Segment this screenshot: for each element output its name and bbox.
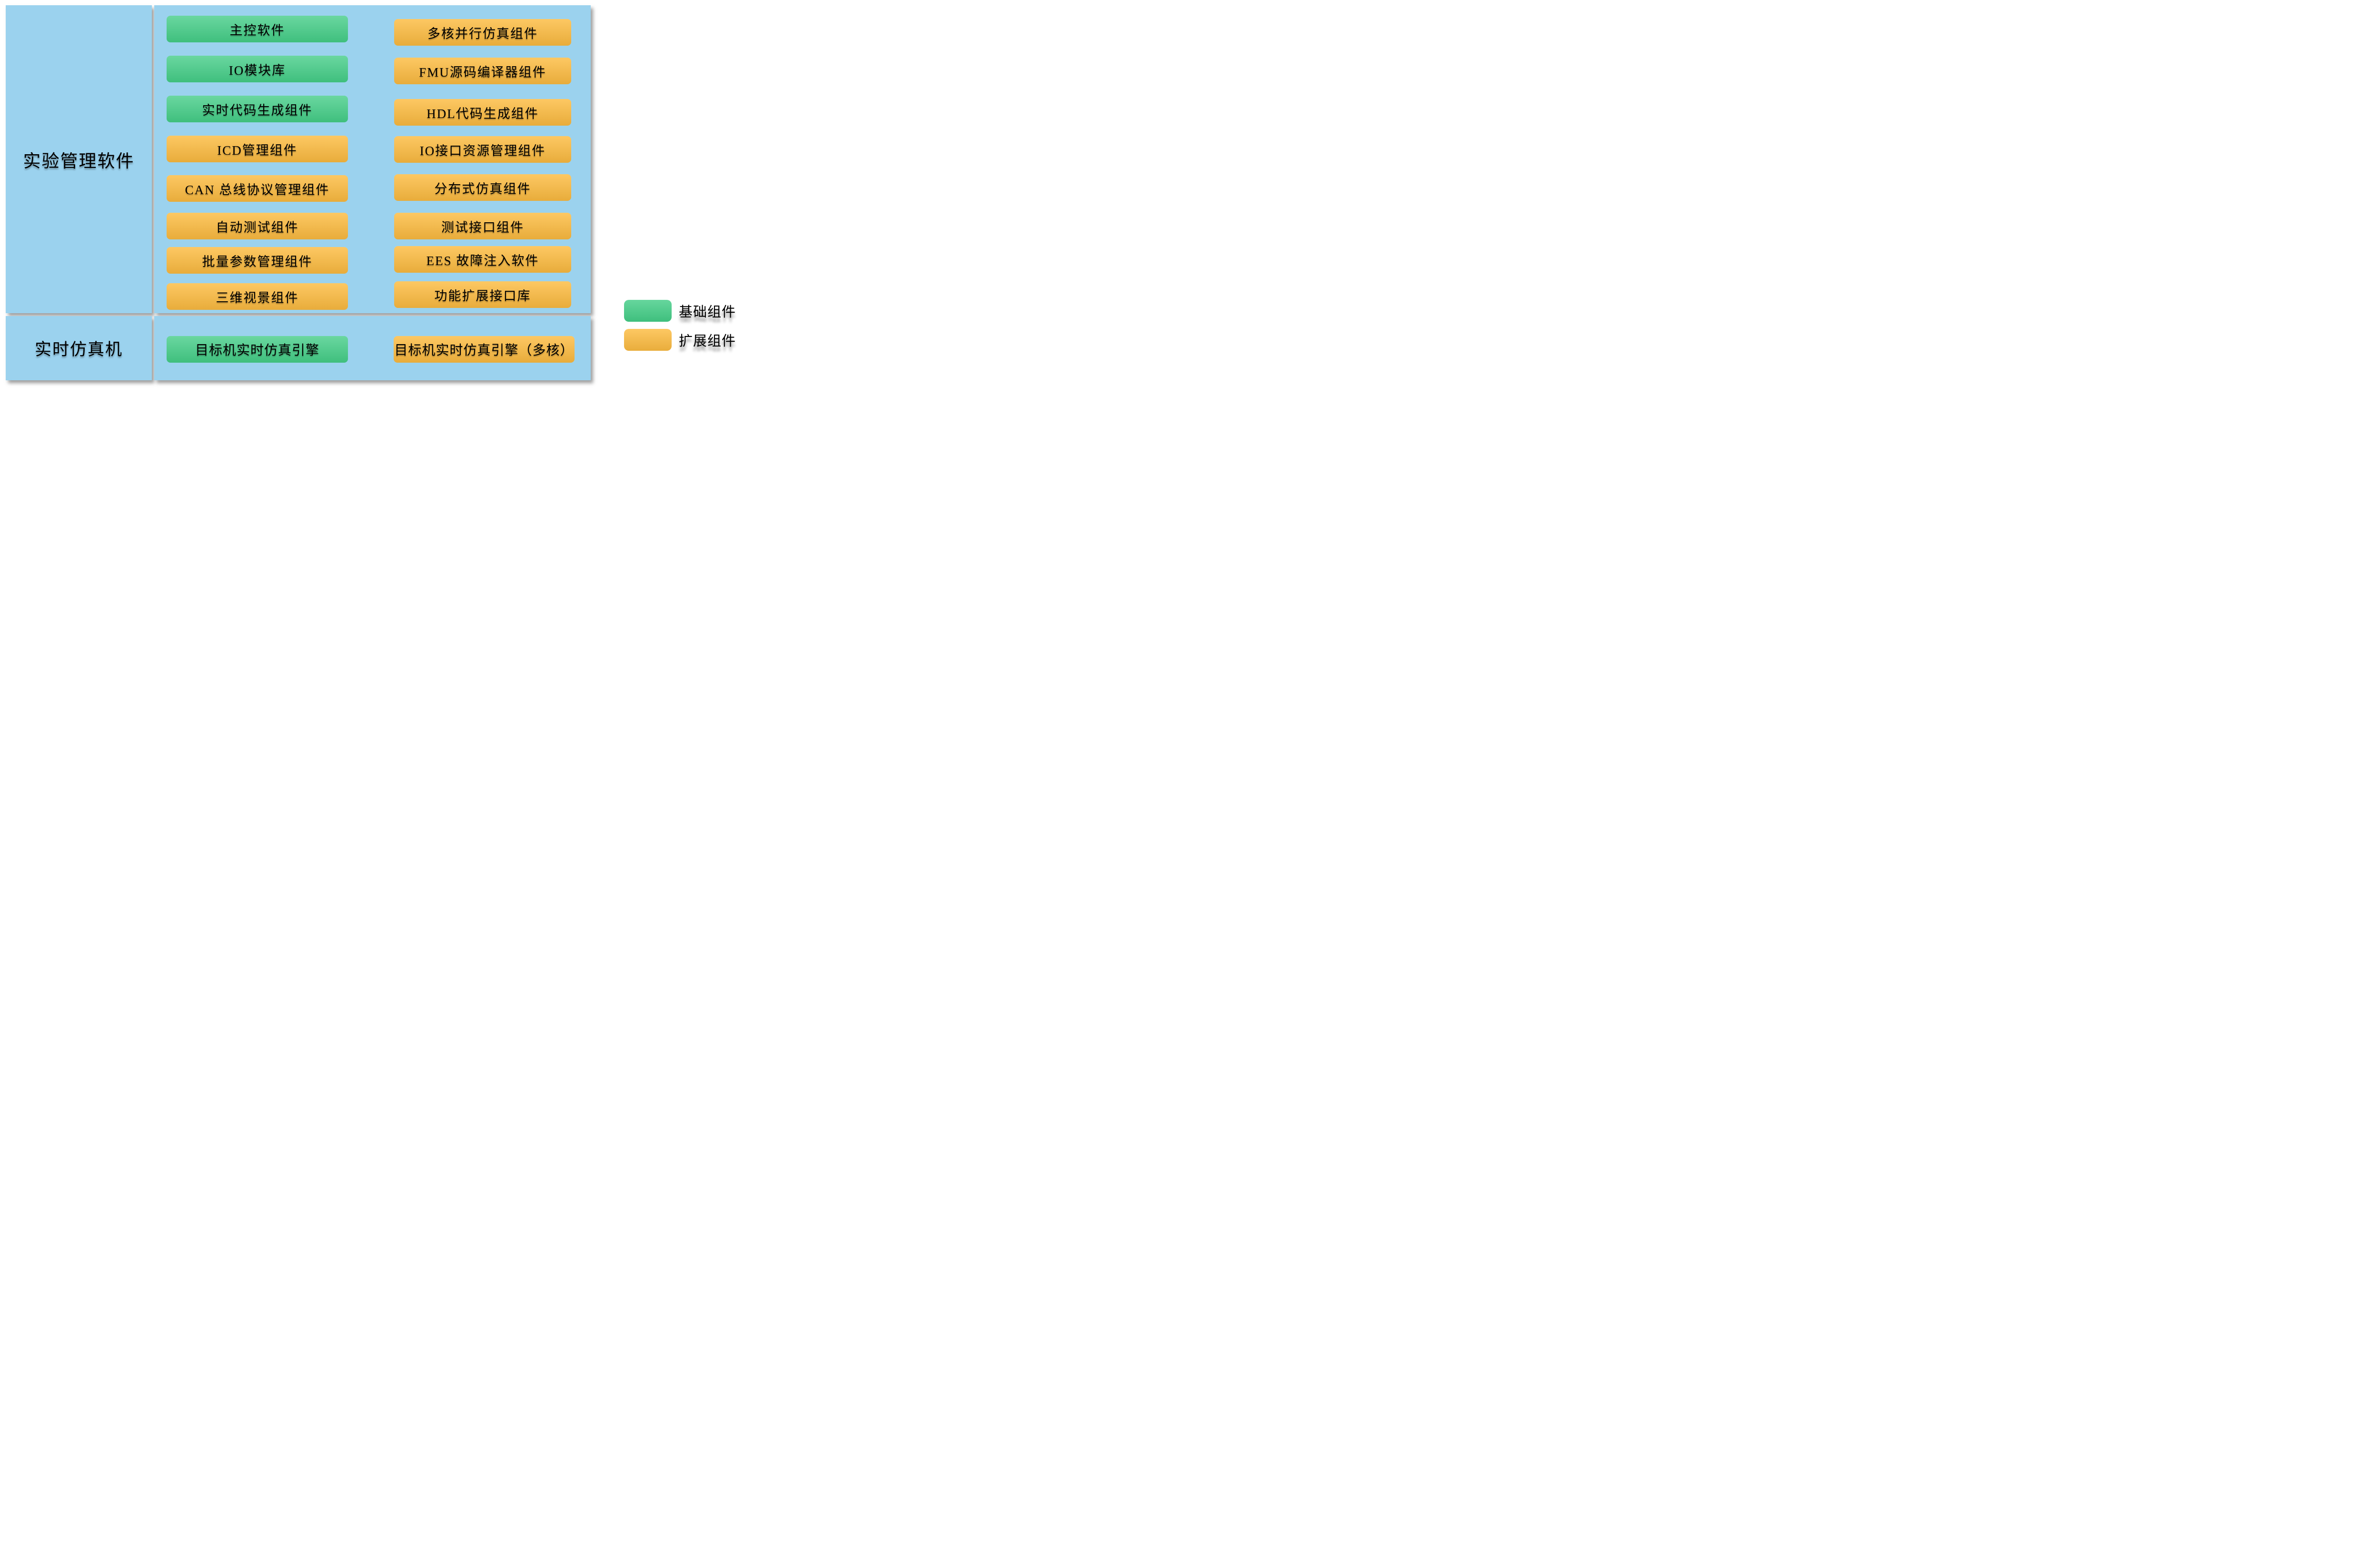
legend-label-base-component: 基础组件: [679, 305, 736, 320]
panel-label-realtime-simulator: 实时仿真机: [34, 340, 123, 359]
component-block: HDL代码生成组件: [394, 99, 571, 126]
legend-swatch-ext-component: [624, 329, 672, 351]
component-block: 测试接口组件: [394, 213, 571, 239]
legend-swatch-base-component: [624, 300, 672, 322]
component-block: ICD管理组件: [167, 136, 348, 162]
architecture-diagram: 实验管理软件 主控软件 IO模块库 实时代码生成组件 ICD管理组件 CAN 总…: [0, 0, 745, 391]
component-block: 自动测试组件: [167, 213, 348, 239]
panel-realtime-simulator: 实时仿真机: [6, 316, 152, 380]
component-block: 主控软件: [167, 16, 348, 42]
component-block: 分布式仿真组件: [394, 174, 571, 201]
component-block: 功能扩展接口库: [394, 281, 571, 308]
component-block: 实时代码生成组件: [167, 96, 348, 122]
component-block: 目标机实时仿真引擎（多核）: [394, 336, 575, 363]
component-block: EES 故障注入软件: [394, 246, 571, 273]
panel-simulation-engines: 目标机实时仿真引擎 目标机实时仿真引擎（多核）: [154, 316, 591, 380]
component-block: 多核并行仿真组件: [394, 19, 571, 46]
component-block: CAN 总线协议管理组件: [167, 175, 348, 202]
panel-experiment-management-software: 实验管理软件: [6, 5, 152, 313]
component-block: IO模块库: [167, 56, 348, 82]
panel-label-experiment-management: 实验管理软件: [23, 151, 135, 171]
legend-label-ext-component: 扩展组件: [679, 334, 736, 349]
component-block: 目标机实时仿真引擎: [167, 336, 348, 363]
component-block: IO接口资源管理组件: [394, 136, 571, 163]
component-block: FMU源码编译器组件: [394, 58, 571, 84]
panel-software-components: 主控软件 IO模块库 实时代码生成组件 ICD管理组件 CAN 总线协议管理组件…: [154, 5, 591, 313]
component-block: 批量参数管理组件: [167, 247, 348, 274]
component-block: 三维视景组件: [167, 283, 348, 310]
